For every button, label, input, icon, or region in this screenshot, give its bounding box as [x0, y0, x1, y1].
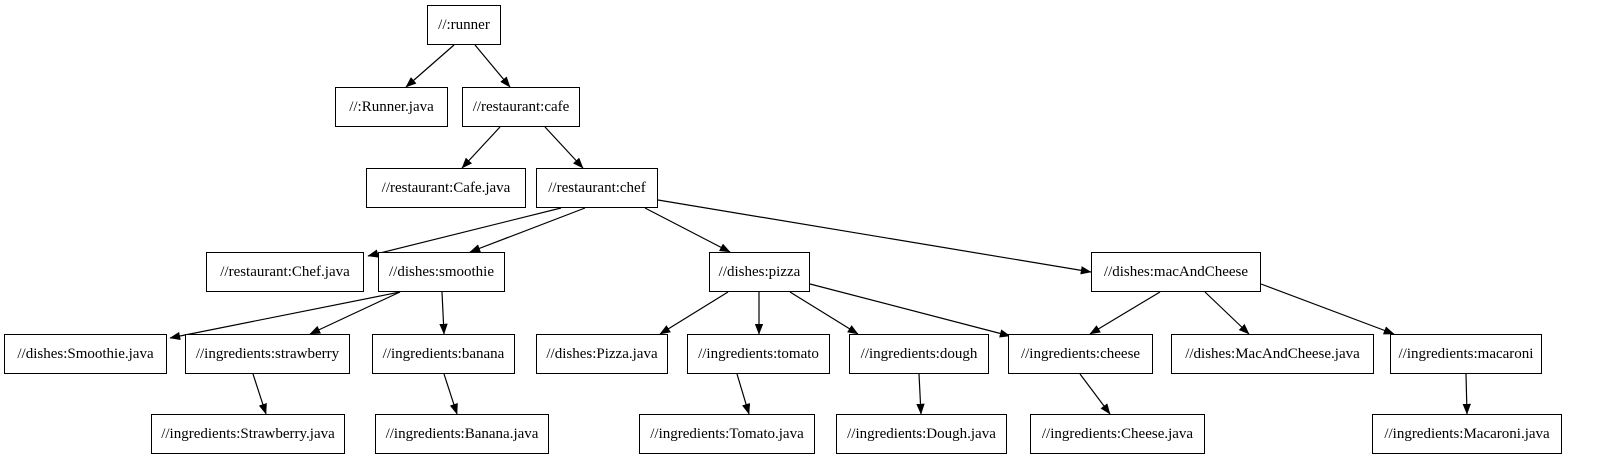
graph-node-label: //dishes:Smoothie.java: [17, 345, 154, 362]
graph-node-label: //restaurant:Chef.java: [220, 263, 350, 280]
graph-node-label: //ingredients:Strawberry.java: [161, 425, 335, 442]
graph-node-ing_strawberry[interactable]: //ingredients:strawberry: [185, 334, 350, 374]
graph-node-dishes_pizza[interactable]: //dishes:pizza: [709, 252, 810, 292]
graph-node-label: //ingredients:dough: [860, 345, 978, 362]
graph-node-label: //restaurant:Cafe.java: [381, 179, 511, 196]
graph-node-label: //ingredients:macaroni: [1398, 345, 1534, 362]
graph-node-dishes_smoothie[interactable]: //dishes:smoothie: [378, 252, 505, 292]
graph-node-ing_dough[interactable]: //ingredients:dough: [849, 334, 989, 374]
graph-node-banana_java[interactable]: //ingredients:Banana.java: [375, 414, 549, 454]
graph-node-label: //ingredients:cheese: [1020, 345, 1141, 362]
graph-node-tomato_java[interactable]: //ingredients:Tomato.java: [639, 414, 815, 454]
graph-node-label: //:runner: [438, 16, 490, 33]
graph-node-label: //dishes:smoothie: [389, 263, 494, 280]
graph-node-strawberry_java[interactable]: //ingredients:Strawberry.java: [151, 414, 345, 454]
graph-node-label: //ingredients:Cheese.java: [1041, 425, 1194, 442]
graph-node-label: //dishes:pizza: [718, 263, 801, 280]
graph-node-label: //dishes:MacAndCheese.java: [1185, 345, 1360, 362]
graph-node-runner_java[interactable]: //:Runner.java: [335, 87, 448, 127]
graph-node-ing_tomato[interactable]: //ingredients:tomato: [687, 334, 830, 374]
graph-node-restaurant_chef[interactable]: //restaurant:chef: [536, 168, 658, 208]
graph-node-label: //ingredients:Dough.java: [847, 425, 996, 442]
graph-node-runner[interactable]: //:runner: [427, 5, 501, 45]
graph-node-mac_java[interactable]: //dishes:MacAndCheese.java: [1171, 334, 1374, 374]
graph-node-ing_macaroni[interactable]: //ingredients:macaroni: [1390, 334, 1542, 374]
graph-node-restaurant_cafe[interactable]: //restaurant:cafe: [462, 87, 580, 127]
graph-node-ing_banana[interactable]: //ingredients:banana: [372, 334, 515, 374]
graph-node-label: //ingredients:tomato: [698, 345, 819, 362]
graph-node-macaroni_java[interactable]: //ingredients:Macaroni.java: [1372, 414, 1562, 454]
graph-node-label: //ingredients:Banana.java: [385, 425, 539, 442]
graph-node-pizza_java[interactable]: //dishes:Pizza.java: [536, 334, 668, 374]
graph-node-label: //dishes:macAndCheese: [1103, 263, 1249, 280]
graph-node-smoothie_java[interactable]: //dishes:Smoothie.java: [4, 334, 167, 374]
graph-node-dough_java[interactable]: //ingredients:Dough.java: [836, 414, 1007, 454]
graph-node-cheese_java[interactable]: //ingredients:Cheese.java: [1030, 414, 1205, 454]
graph-node-label: //ingredients:Tomato.java: [650, 425, 804, 442]
graph-node-label: //restaurant:chef: [548, 179, 646, 196]
graph-node-label: //dishes:Pizza.java: [546, 345, 658, 362]
graph-node-ing_cheese[interactable]: //ingredients:cheese: [1008, 334, 1153, 374]
graph-node-chef_java[interactable]: //restaurant:Chef.java: [206, 252, 364, 292]
graph-node-label: //:Runner.java: [349, 98, 434, 115]
graph-node-dishes_mac[interactable]: //dishes:macAndCheese: [1091, 252, 1261, 292]
graph-node-label: //restaurant:cafe: [472, 98, 570, 115]
graph-node-label: //ingredients:Macaroni.java: [1384, 425, 1550, 442]
graph-node-cafe_java[interactable]: //restaurant:Cafe.java: [366, 168, 526, 208]
graph-node-label: //ingredients:banana: [382, 345, 505, 362]
graph-node-label: //ingredients:strawberry: [195, 345, 340, 362]
